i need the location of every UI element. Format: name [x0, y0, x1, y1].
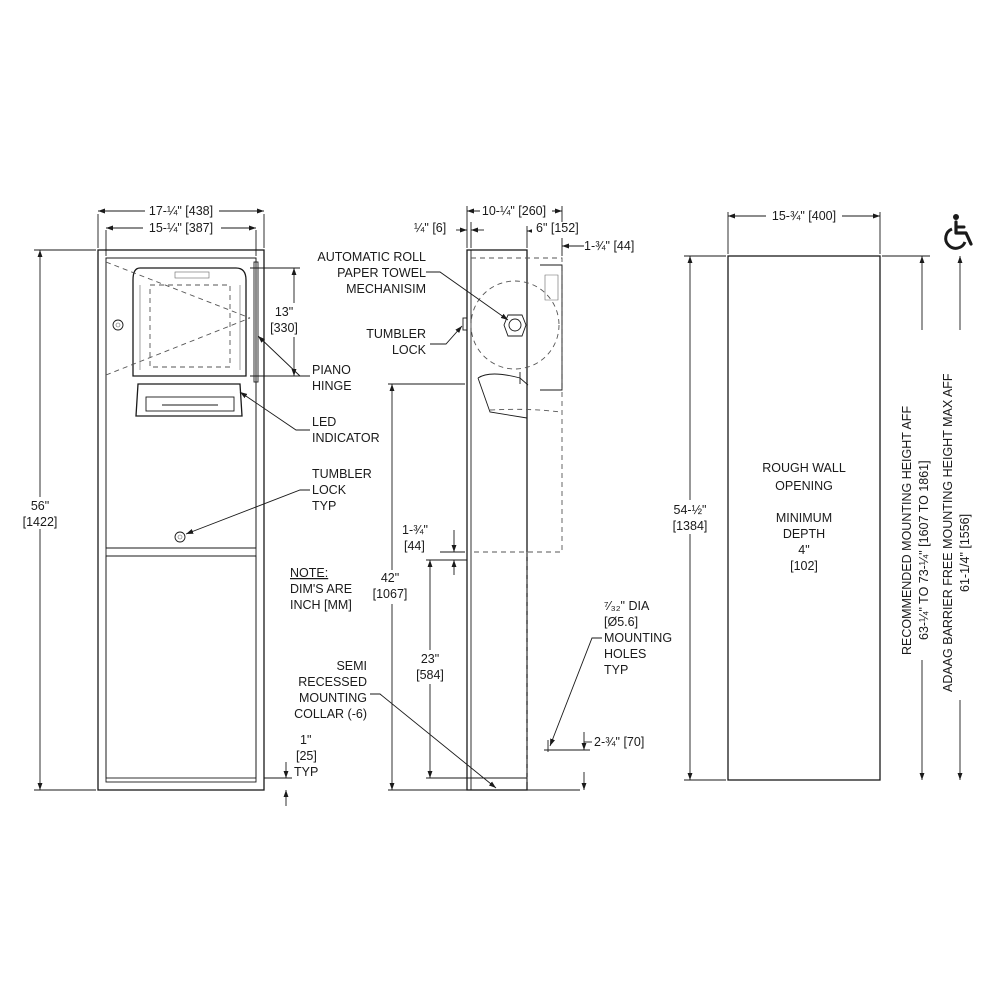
side-dim-6: 6" [152]	[536, 221, 579, 235]
front-window-dim: 13" [330]	[250, 267, 306, 377]
semi-recessed-label-3: MOUNTING	[299, 691, 367, 705]
dim-1-3-4-left-in: 1-¾"	[402, 523, 428, 537]
dispensing-slot	[135, 383, 243, 417]
piano-hinge-label-2: HINGE	[312, 379, 352, 393]
side-frame	[466, 249, 528, 791]
holes-label-1: ⁷⁄₃₂" DIA	[604, 599, 650, 613]
rough-opening-view: 15-¾" [400] 54-½" [1384] ROUGH WALL OPEN…	[666, 208, 978, 781]
recommended-line-2: 63-¼" TO 73-¼" [1607 TO 1861]	[917, 460, 931, 640]
side-flange: ¼" [6]	[414, 221, 446, 235]
adaag-line-2: 61-1/4" [1556]	[958, 514, 972, 592]
collar-in: 1"	[300, 733, 311, 747]
opening-label-1: ROUGH WALL	[762, 461, 846, 475]
holes-label-2: [Ø5.6]	[604, 615, 638, 629]
height-23-mm: [584]	[416, 668, 444, 682]
opening-label-6: 4"	[798, 543, 809, 557]
collar-mm: [25]	[296, 749, 317, 763]
side-tumbler-label-1: TUMBLER	[366, 327, 426, 341]
opening-label-7: [102]	[790, 559, 818, 573]
mechanism-label-3: MECHANISIM	[346, 282, 426, 296]
opening-height-mm: [1384]	[673, 519, 708, 533]
front-width-dims: 17-¼" [438] 15-¼" [387]	[97, 202, 265, 256]
opening-label-4: MINIMUM	[776, 511, 832, 525]
front-height-mm: [1422]	[23, 515, 58, 529]
towel-window	[105, 261, 251, 377]
front-callouts: PIANO HINGE LED INDICATOR TUMBLER LOCK T…	[185, 335, 380, 535]
opening-label: ROUGH WALL OPENING MINIMUM DEPTH 4" [102…	[762, 461, 846, 573]
holes-label-5: TYP	[604, 663, 628, 677]
front-collar-dim: 1" [25] TYP	[264, 733, 318, 806]
front-lock-upper	[112, 319, 124, 331]
semi-recessed-label-1: SEMI	[336, 659, 367, 673]
height-42-in: 42"	[381, 571, 399, 585]
front-inner-frame	[105, 257, 257, 783]
mounting-hole-dim: 2-¾" [70]	[544, 732, 644, 790]
adaag-line-1: ADAAG BARRIER FREE MOUNTING HEIGHT MAX A…	[941, 373, 955, 692]
side-top-dims: 10-¼" [260] ¼" [6] 6" [152] 1-¾" [44]	[414, 202, 634, 256]
tumbler-typ-label-1: TUMBLER	[312, 467, 372, 481]
rough-opening-rect	[727, 255, 881, 781]
front-height-dim: 56" [1422]	[18, 249, 96, 791]
piano-hinge	[253, 261, 259, 383]
mounting-height-dims: RECOMMENDED MOUNTING HEIGHT AFF 63-¼" TO…	[882, 255, 978, 780]
mechanism-label-2: PAPER TOWEL	[337, 266, 426, 280]
opening-height-dim: 54-½" [1384]	[666, 255, 726, 781]
recommended-line-1: RECOMMENDED MOUNTING HEIGHT AFF	[900, 406, 914, 655]
front-window-mm: [330]	[270, 321, 298, 335]
piano-hinge-label-1: PIANO	[312, 363, 351, 377]
height-23-in: 23"	[421, 652, 439, 666]
holes-label-4: HOLES	[604, 647, 646, 661]
mechanism-label-1: AUTOMATIC ROLL	[317, 250, 426, 264]
opening-label-5: DEPTH	[783, 527, 825, 541]
paper-roll	[470, 280, 560, 370]
front-width-overall: 17-¼" [438]	[149, 204, 213, 218]
dim-2-3-4: 2-¾" [70]	[594, 735, 644, 749]
side-dim-1-3-4-top: 1-¾" [44]	[584, 239, 634, 253]
front-height-in: 56"	[31, 499, 49, 513]
holes-label-3: MOUNTING	[604, 631, 672, 645]
led-indicator-label-2: INDICATOR	[312, 431, 380, 445]
collar-typ: TYP	[294, 765, 318, 779]
tumbler-typ-label-3: TYP	[312, 499, 336, 513]
note-title: NOTE:	[290, 566, 328, 580]
opening-label-2: OPENING	[775, 479, 833, 493]
note-line-2: INCH [MM]	[290, 598, 352, 612]
note: NOTE: DIM'S ARE INCH [MM]	[290, 566, 352, 612]
front-window-in: 13"	[275, 305, 293, 319]
note-line-1: DIM'S ARE	[290, 582, 352, 596]
opening-width-dim: 15-¾" [400]	[727, 208, 881, 254]
opening-width: 15-¾" [400]	[772, 209, 836, 223]
tumbler-typ-label-2: LOCK	[312, 483, 347, 497]
front-width-inner: 15-¼" [387]	[149, 221, 213, 235]
side-lock	[462, 317, 468, 331]
side-depth: 10-¼" [260]	[482, 204, 546, 218]
semi-recessed-label-2: RECESSED	[298, 675, 367, 689]
front-lock-lower	[174, 531, 186, 543]
side-callouts: AUTOMATIC ROLL PAPER TOWEL MECHANISIM TU…	[294, 250, 672, 789]
front-waste-door	[105, 555, 257, 779]
led-indicator-label-1: LED	[312, 415, 336, 429]
front-upper-door	[105, 257, 257, 549]
wheelchair-icon	[944, 214, 973, 250]
front-outer-frame	[97, 249, 265, 791]
height-42-mm: [1067]	[373, 587, 408, 601]
dim-1-3-4-left-mm: [44]	[404, 539, 425, 553]
opening-height-in: 54-½"	[674, 503, 707, 517]
side-tumbler-label-2: LOCK	[392, 343, 427, 357]
front-view: 17-¼" [438] 15-¼" [387] 56" [1422] 13" […	[18, 202, 380, 806]
semi-recessed-label-4: COLLAR (-6)	[294, 707, 367, 721]
side-view: 10-¼" [260] ¼" [6] 6" [152] 1-¾" [44] AU…	[294, 202, 672, 791]
side-height-dims: 42" [1067] 23" [584] 1-¾" [44]	[366, 383, 580, 791]
